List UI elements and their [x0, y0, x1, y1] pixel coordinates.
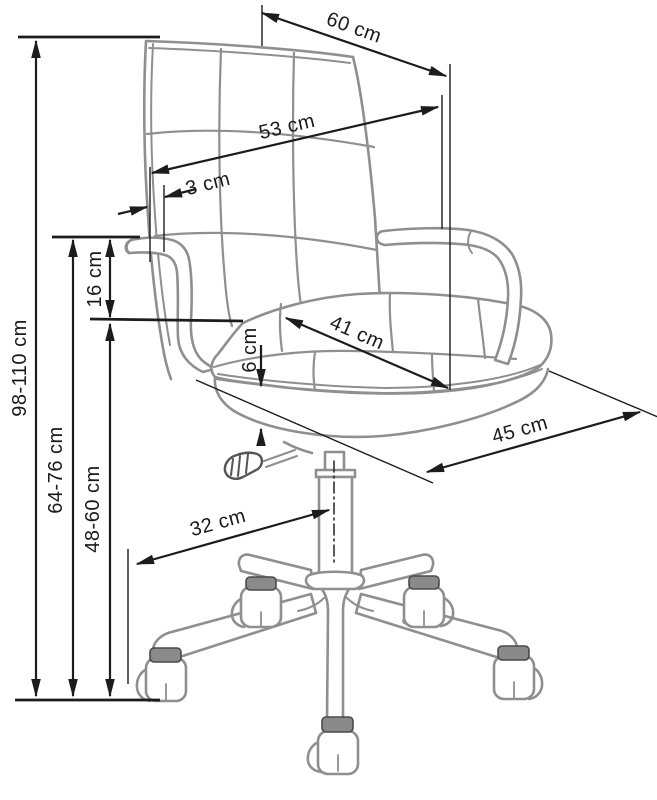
caster-cap — [245, 576, 277, 591]
base-hub-flare — [297, 597, 374, 612]
tilt-lever-handle — [223, 451, 264, 480]
right-armrest-bend-cap — [467, 230, 473, 254]
tilt-lever-bracket — [282, 440, 314, 455]
left-armrest-end-cap — [125, 238, 133, 255]
seat-seam-back-1 — [278, 302, 284, 353]
right-armrest — [375, 226, 523, 366]
right-armrest-tube — [375, 226, 523, 366]
dim-label-overall-width: 60 cm — [323, 8, 384, 48]
caster-cap — [408, 575, 440, 590]
caster-wheel-arc — [439, 595, 455, 628]
dimension-arrow-seat-depth — [425, 410, 642, 474]
dim-label-armrest-height: 64-76 cm — [45, 426, 67, 513]
seat-cushion — [210, 291, 553, 439]
reference-line-seat-top — [89, 317, 244, 323]
caster-wheel-arc — [306, 739, 323, 774]
dim-label-seat-depth: 45 cm — [490, 412, 551, 448]
backrest-seam-horizontal-2 — [153, 231, 379, 252]
extension-line-depth-right — [548, 370, 657, 418]
gas-lift — [314, 450, 357, 578]
caster-front — [306, 716, 360, 776]
tilt-lever — [223, 440, 314, 480]
backrest-seam-vertical-1 — [218, 47, 234, 328]
caster-cap — [321, 716, 354, 733]
base — [135, 553, 544, 776]
dim-label-overall-height: 98-110 cm — [9, 319, 31, 417]
dim-label-seat-height: 48-60 cm — [82, 465, 104, 552]
dimension-arrow-thickness-left — [117, 205, 149, 216]
base-hub-collar — [304, 570, 366, 591]
gas-lift-cylinder — [317, 475, 354, 578]
gas-lift-flange — [314, 468, 357, 479]
caster-wheel-arc — [527, 664, 544, 701]
caster-back-left — [230, 576, 283, 629]
dimension-arrow-overall-width — [260, 11, 448, 78]
dimension-annotations: 98-110 cm 64-76 cm 48-60 cm 16 cm 6 cm 6… — [9, 5, 657, 702]
dimension-arrow-thickness-right — [163, 187, 197, 199]
dimension-arrow-seat-width — [284, 316, 450, 390]
chair-illustration — [124, 39, 553, 776]
caster-back-right — [402, 575, 455, 629]
seat-base-edge — [213, 367, 550, 439]
base-leg-back-right — [357, 553, 435, 591]
dim-label-cushion-thickness: 6 cm — [239, 327, 261, 372]
dimension-arrow-backrest-width — [150, 105, 440, 175]
backrest-right-edge — [351, 55, 382, 302]
caster-cap — [149, 647, 182, 663]
gas-lift-upper-tube — [323, 450, 346, 472]
base-front-leg — [320, 587, 351, 721]
backrest-left-piping — [150, 43, 171, 346]
caster-wheel-arc — [230, 596, 246, 629]
caster-far-left — [135, 647, 188, 703]
caster-far-right — [492, 645, 544, 701]
tilt-lever-handle-grip-lines — [230, 453, 249, 477]
caster-cap — [497, 645, 530, 661]
dim-label-armrest-above-seat: 16 cm — [84, 251, 106, 308]
dimension-arrow-base-span — [135, 508, 331, 566]
extension-line-depth-left — [195, 379, 434, 484]
tilt-lever-rod — [263, 449, 298, 468]
seat-seam-back-3 — [476, 297, 487, 360]
